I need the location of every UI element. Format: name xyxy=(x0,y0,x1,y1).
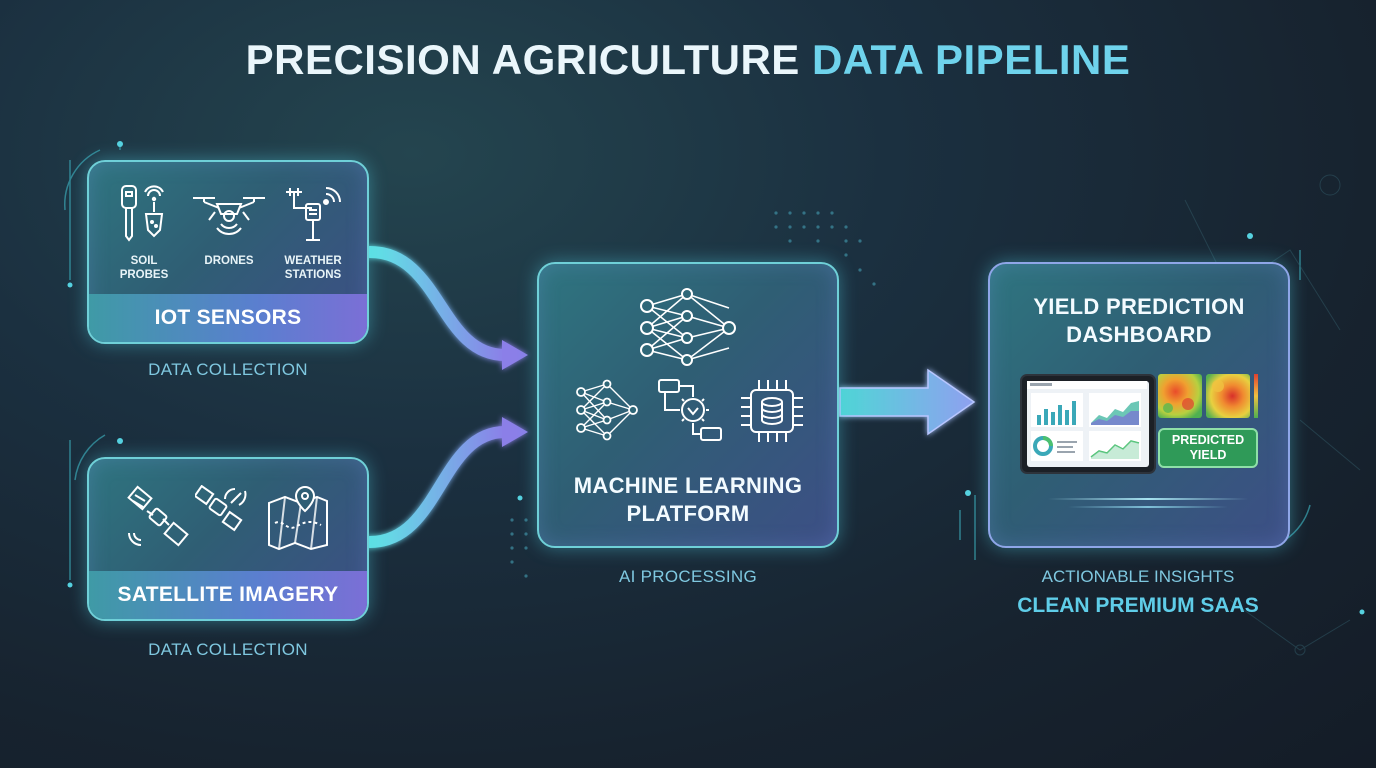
connector-iot-ml xyxy=(364,246,528,370)
ml-platform-title: MACHINE LEARNING PLATFORM xyxy=(573,473,803,526)
dashboard-divider xyxy=(1048,498,1248,500)
title-part-2: DATA PIPELINE xyxy=(811,36,1131,83)
dashboard-divider-2 xyxy=(1068,506,1228,508)
neural-network-small-icon xyxy=(575,378,639,442)
iot-sensors-card: SOIL PROBES DRONES WEATHER STATIONS IOT … xyxy=(87,160,369,344)
iot-item-label-drones: DRONES xyxy=(204,255,254,267)
predicted-yield-badge[interactable]: PREDICTED YIELD xyxy=(1158,428,1258,468)
yield-tagline: CLEAN PREMIUM SAAS xyxy=(1017,594,1259,617)
connector-ml-dashboard xyxy=(839,368,976,436)
drone-icon xyxy=(191,190,267,242)
soil-probe-icon xyxy=(119,184,169,244)
satellite-icon xyxy=(125,485,193,551)
page-title: PRECISION AGRICULTURE DATA PIPELINE xyxy=(0,36,1376,84)
satellite-imagery-banner: SATELLITE IMAGERY xyxy=(89,571,367,619)
iot-item-label-weather: WEATHER STATIONS xyxy=(284,255,342,281)
heatmap-legend xyxy=(1254,374,1258,418)
yield-caption: ACTIONABLE INSIGHTS xyxy=(1041,567,1235,586)
satellite-imagery-card: SATELLITE IMAGERY xyxy=(87,457,369,621)
weather-station-icon xyxy=(282,184,342,244)
yield-dashboard-title: YIELD PREDICTION DASHBOARD xyxy=(1033,294,1245,347)
title-part-1: PRECISION AGRICULTURE xyxy=(245,36,812,83)
satellite-caption: DATA COLLECTION xyxy=(148,640,308,659)
map-pin-icon xyxy=(265,483,331,551)
flowchart-gear-icon xyxy=(657,376,723,446)
neural-network-icon xyxy=(639,288,739,366)
connector-sat-ml xyxy=(364,417,528,548)
ml-platform-card: MACHINE LEARNING PLATFORM xyxy=(537,262,839,548)
iot-caption: DATA COLLECTION xyxy=(148,360,308,379)
yield-dashboard-card: YIELD PREDICTION DASHBOARD xyxy=(988,262,1290,548)
iot-item-label-soil: SOIL PROBES xyxy=(119,255,169,281)
heatmap-icon-2 xyxy=(1206,374,1250,418)
ml-caption: AI PROCESSING xyxy=(618,567,758,586)
tablet-dashboard-icon xyxy=(1020,374,1156,474)
database-chip-icon xyxy=(739,378,805,444)
heatmap-icon xyxy=(1158,374,1202,418)
satellite-dish-icon xyxy=(195,485,251,537)
iot-sensors-banner: IOT SENSORS xyxy=(89,294,367,342)
